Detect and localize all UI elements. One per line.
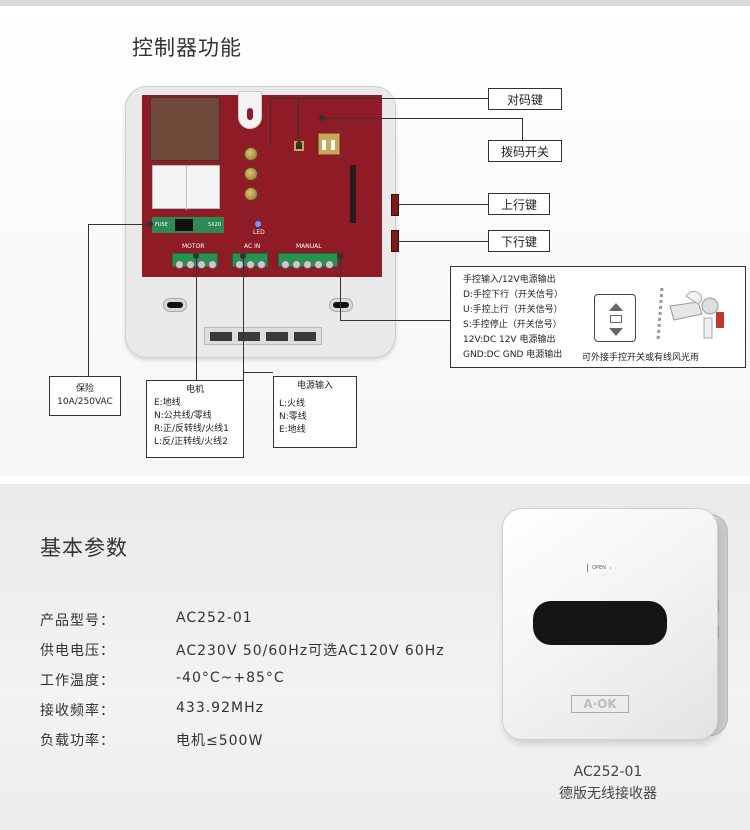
dip-switch xyxy=(318,133,340,155)
manual-switch-icon xyxy=(594,294,636,342)
antenna-clip xyxy=(238,91,262,129)
manual-line-6: GND:DC GND 电源输出 xyxy=(463,350,563,360)
device-name-caption: 德版无线接收器 xyxy=(559,786,657,802)
power-line-1: L:火线 xyxy=(279,399,306,409)
fuse-spec: 5X20 xyxy=(208,222,221,228)
device-window xyxy=(533,601,667,645)
acin-terminal xyxy=(232,253,268,269)
relay-pair xyxy=(152,165,220,210)
motor-line-1: E:地线 xyxy=(154,398,181,408)
fuse-body xyxy=(175,219,193,231)
fuse-label: FUSE xyxy=(155,222,168,228)
potentiometer-1 xyxy=(244,147,258,161)
fuse-holder: FUSE 5X20 xyxy=(152,217,224,233)
power-info-title: 电源输入 xyxy=(296,381,333,391)
callout-dip-switch: 拨码开关 xyxy=(488,140,562,162)
motor-line-2: N:公共线/零线 xyxy=(154,411,212,421)
device-model-caption: AC252-01 xyxy=(573,764,643,780)
motor-terminal xyxy=(172,253,218,269)
manual-note: 可外接手控开关或有线风光雨 xyxy=(582,353,700,363)
screw-hole-right xyxy=(330,299,352,311)
down-key-label: 下行键 xyxy=(500,234,537,249)
dip-switch-label: 拨码开关 xyxy=(500,144,549,159)
fuse-info-title: 保险 xyxy=(75,384,94,394)
section-title-controller: 控制器功能 xyxy=(132,36,242,60)
param-value-frequency: 433.92MHz xyxy=(176,700,264,716)
param-value-temperature: -40°C~+85°C xyxy=(176,670,285,686)
section-title-params: 基本参数 xyxy=(40,536,128,560)
motor-line-3: R:正/反转线/火线1 xyxy=(154,424,229,434)
motor-line-4: L:反/正转线/火线2 xyxy=(154,437,228,447)
fuse-info-spec: 10A/250VAC xyxy=(57,397,113,407)
screw-hole-left xyxy=(164,299,186,311)
potentiometer-2 xyxy=(244,167,258,181)
manual-line-4: S:手控停止（开关信号） xyxy=(463,320,562,330)
param-label-model: 产品型号： xyxy=(40,613,115,629)
motor-terminal-label: MOTOR xyxy=(182,243,205,250)
callout-pair-key: 对码键 xyxy=(488,88,562,110)
param-value-voltage: AC230V 50/60Hz可选AC120V 60Hz xyxy=(176,643,445,659)
manual-line-1: 手控输入/12V电源输出 xyxy=(463,275,556,285)
device-logo: A·OK xyxy=(571,695,629,713)
power-line-2: N:零线 xyxy=(279,412,307,422)
callout-down-key: 下行键 xyxy=(488,230,550,252)
up-side-button xyxy=(391,194,399,216)
receiver-device-image: OPEN A·OK xyxy=(502,508,718,740)
power-line-3: E:地线 xyxy=(279,425,306,435)
open-arrow-icon: OPEN xyxy=(587,561,611,575)
pcb-edge-component xyxy=(350,165,356,223)
led-indicator xyxy=(255,221,261,227)
up-key-label: 上行键 xyxy=(500,197,537,212)
param-value-model: AC252-01 xyxy=(176,610,253,626)
acin-terminal-label: AC IN xyxy=(244,243,261,250)
weather-sensor-icon xyxy=(656,287,724,341)
motor-info-box: 电机 E:地线 N:公共线/零线 R:正/反转线/火线1 L:反/正转线/火线2 xyxy=(146,380,244,458)
fuse-info-box: 保险 10A/250VAC xyxy=(49,376,121,416)
manual-line-5: 12V:DC 12V 电源输出 xyxy=(463,335,556,345)
callout-up-key: 上行键 xyxy=(488,193,550,215)
manual-terminal xyxy=(278,253,338,269)
pair-key-label: 对码键 xyxy=(506,92,543,107)
vent-slots xyxy=(204,327,322,345)
param-label-temperature: 工作温度： xyxy=(40,673,115,689)
section-divider xyxy=(0,476,750,484)
param-label-power: 负载功率： xyxy=(40,733,115,749)
led-label: LED xyxy=(253,229,265,236)
pcb: FUSE 5X20 LED MOTOR AC IN MANUAL xyxy=(142,91,382,277)
motor-info-title: 电机 xyxy=(185,385,204,395)
manual-terminal-label: MANUAL xyxy=(296,243,322,250)
param-label-frequency: 接收频率： xyxy=(40,703,115,719)
manual-line-3: U:手控上行（开关信号） xyxy=(463,305,563,315)
top-divider xyxy=(0,0,750,6)
device-open-label: OPEN xyxy=(592,565,606,571)
power-info-box: 电源输入 L:火线 N:零线 E:地线 xyxy=(273,376,357,448)
relay-block xyxy=(150,97,220,161)
potentiometer-3 xyxy=(244,187,258,201)
manual-line-2: D:手控下行（开关信号） xyxy=(463,290,563,300)
param-label-voltage: 供电电压： xyxy=(40,643,115,659)
param-value-power: 电机≤500W xyxy=(176,733,264,749)
controller-board-image: FUSE 5X20 LED MOTOR AC IN MANUAL xyxy=(125,86,396,358)
